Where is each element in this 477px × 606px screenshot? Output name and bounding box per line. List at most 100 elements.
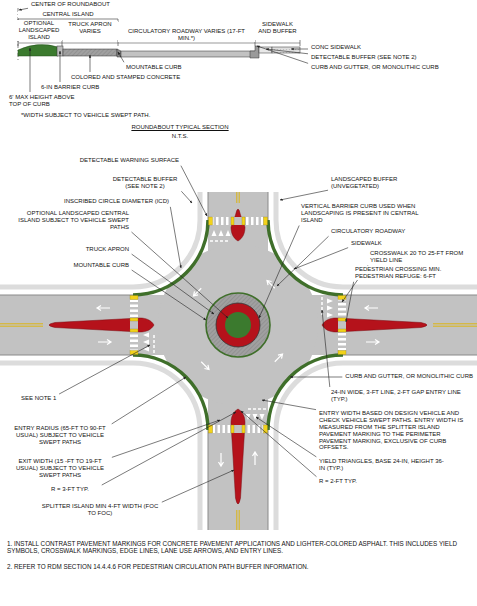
truck-apron <box>206 293 270 357</box>
crosswalk-stripe <box>130 335 138 338</box>
callout-label: VERTICAL BARRIER CURB USED WHEN LANDSCAP… <box>300 203 440 224</box>
section-label: CIRCULATORY ROADWAY VARIES (17-FT MIN.*) <box>118 28 255 42</box>
crosswalk-stripe <box>130 305 138 308</box>
splitter-island <box>231 409 245 504</box>
callout-label: CENTER OF ROUNDABOUT <box>30 1 111 8</box>
leader-line <box>131 232 228 318</box>
east-west-road <box>0 295 477 355</box>
crosswalk-stripe <box>130 345 138 348</box>
section-label: *WIDTH SUBJECT TO VEHICLE SWEPT PATH. <box>20 112 151 119</box>
splitter-island <box>231 209 245 241</box>
approach-leg <box>209 192 268 241</box>
detectable-warning <box>231 425 234 433</box>
yield-triangle <box>226 230 231 236</box>
detectable-warning <box>209 217 213 225</box>
detectable-warning <box>338 329 346 332</box>
crosswalk-stripe <box>130 300 138 303</box>
lane-arrow <box>365 306 378 311</box>
crosswalk-stripe <box>213 425 216 433</box>
callout-label: MOUNTABLE CURB <box>50 262 130 269</box>
entry-line <box>153 333 155 353</box>
yield-triangle <box>219 230 224 236</box>
detectable-buffer <box>259 47 272 53</box>
leader-line <box>112 420 220 457</box>
leader-line <box>277 236 329 286</box>
detectable-warning <box>130 318 138 321</box>
detectable-warning <box>242 425 245 433</box>
callout-label: PEDESTRIAN CROSSING MIN. PEDESTRIAN REFU… <box>354 266 474 280</box>
callout-label: OPTIONAL LANDSCAPED CENTRAL ISLAND SUBJE… <box>10 210 130 231</box>
leader-line <box>118 52 124 62</box>
entry-line <box>210 240 230 242</box>
road-edge <box>268 355 477 530</box>
detectable-warning <box>338 318 346 321</box>
detectable-warning <box>130 329 138 332</box>
crosswalk-stripe <box>248 425 251 433</box>
truck-apron-concrete <box>63 49 117 56</box>
section-label: CENTRAL ISLAND <box>18 11 118 18</box>
circulation-arrow <box>265 279 276 290</box>
leader-line <box>59 345 150 394</box>
crosswalk-stripe <box>228 425 231 433</box>
callout-label: 6-IN BARRIER CURB <box>40 84 100 91</box>
center-stripe <box>433 326 477 327</box>
note-text: 1. INSTALL CONTRAST PAVEMENT MARKINGS FO… <box>6 540 471 554</box>
callout-label: COLORED AND STAMPED CONCRETE <box>70 74 181 81</box>
leader-line <box>60 51 61 82</box>
leader-line <box>291 49 308 50</box>
yield-triangle <box>253 414 258 420</box>
crosswalk-stripe <box>338 308 346 311</box>
callout-label: DETECTABLE WARNING SURFACE <box>20 157 180 164</box>
callout-label: CROSSWALK 20 TO 25-FT FROM YIELD LINE <box>369 250 474 264</box>
yield-triangle <box>327 299 333 304</box>
crosswalk-stripe <box>218 425 221 433</box>
sidewalk <box>0 363 200 530</box>
yield-triangle <box>260 414 265 420</box>
splitter-island <box>49 318 154 332</box>
detectable-warning <box>338 351 346 355</box>
dimension-line <box>18 43 300 44</box>
callout-label: 24-IN WIDE, 3-FT LINE, 2-FT GAP ENTRY LI… <box>330 389 470 403</box>
callout-label: CONC SIDEWALK <box>310 44 362 51</box>
detectable-warning <box>242 217 245 225</box>
crosswalk-stripe <box>253 425 256 433</box>
callout-label: INSCRIBED CIRCLE DIAMETER (ICD) <box>20 198 170 205</box>
callout-label: MOUNTABLE CURB <box>125 64 183 71</box>
callout-label: SEE NOTE 1 <box>20 395 57 402</box>
leader-line <box>290 377 342 378</box>
dimension-tick <box>18 40 19 46</box>
note-text: 2. REFER TO RDM SECTION 14.4.4.6 FOR PED… <box>6 563 471 570</box>
crosswalk-stripe <box>338 313 346 316</box>
center-stripe <box>0 326 43 327</box>
pedestrian-refuge <box>338 318 346 333</box>
leader-line <box>19 8 28 10</box>
dimension-tick <box>62 40 63 46</box>
leader-line <box>162 470 234 502</box>
roadway-slab <box>121 51 255 57</box>
crosswalk-stripe <box>338 343 346 346</box>
leader-line <box>257 46 308 63</box>
curb-and-gutter <box>250 46 259 58</box>
detectable-warning <box>338 296 346 300</box>
center-stripe <box>0 323 43 324</box>
crosswalk-stripe <box>130 340 138 343</box>
crosswalk-stripe <box>221 217 224 225</box>
leader-line <box>112 377 186 424</box>
entry-line <box>246 408 266 410</box>
pedestrian-refuge <box>231 217 246 225</box>
sidewalk <box>276 192 477 287</box>
curb-and-gutter <box>133 355 208 430</box>
leader-line <box>132 270 206 320</box>
landscaped-mound <box>18 45 58 56</box>
crosswalk-stripe <box>261 217 264 225</box>
roundabout-plan <box>0 145 477 530</box>
leader-line <box>241 411 316 477</box>
pedestrian-refuge <box>130 318 138 333</box>
yield-triangle <box>327 313 333 318</box>
callout-label: CURB AND GUTTER, OR MONOLITHIC CURB <box>310 64 440 71</box>
center-stripe <box>433 323 477 324</box>
leader-line <box>256 417 316 457</box>
detectable-warning <box>130 296 138 300</box>
sidewalk <box>0 192 200 287</box>
